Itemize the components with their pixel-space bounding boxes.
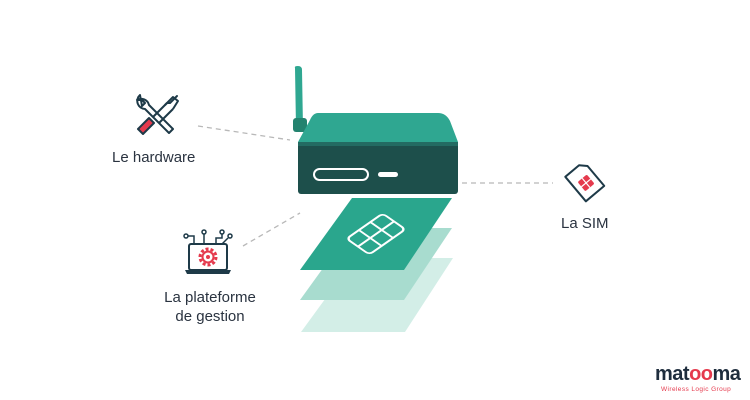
label-platform-line1: La plateforme <box>164 289 256 306</box>
connector-hardware <box>197 125 291 141</box>
matooma-logo: matooma Wireless Logic Group <box>655 363 747 397</box>
device-led <box>378 172 398 177</box>
connector-platform <box>242 212 301 247</box>
label-platform: La plateforme de gestion <box>150 288 270 326</box>
tools-icon <box>136 94 179 135</box>
label-platform-line2: de gestion <box>175 308 245 325</box>
sim-card-icon <box>564 164 606 203</box>
logo-tagline: Wireless Logic Group <box>661 386 732 393</box>
label-sim: La SIM <box>561 215 609 232</box>
logo-wordmark: matooma <box>655 363 741 385</box>
device-slot <box>313 168 369 181</box>
antenna <box>294 66 303 128</box>
router-icon <box>293 66 458 194</box>
laptop-gear-icon <box>183 229 233 274</box>
device-top <box>298 113 458 142</box>
label-hardware: Le hardware <box>112 149 196 166</box>
layer-stack <box>300 198 453 332</box>
sim-chip-icon <box>347 213 405 255</box>
